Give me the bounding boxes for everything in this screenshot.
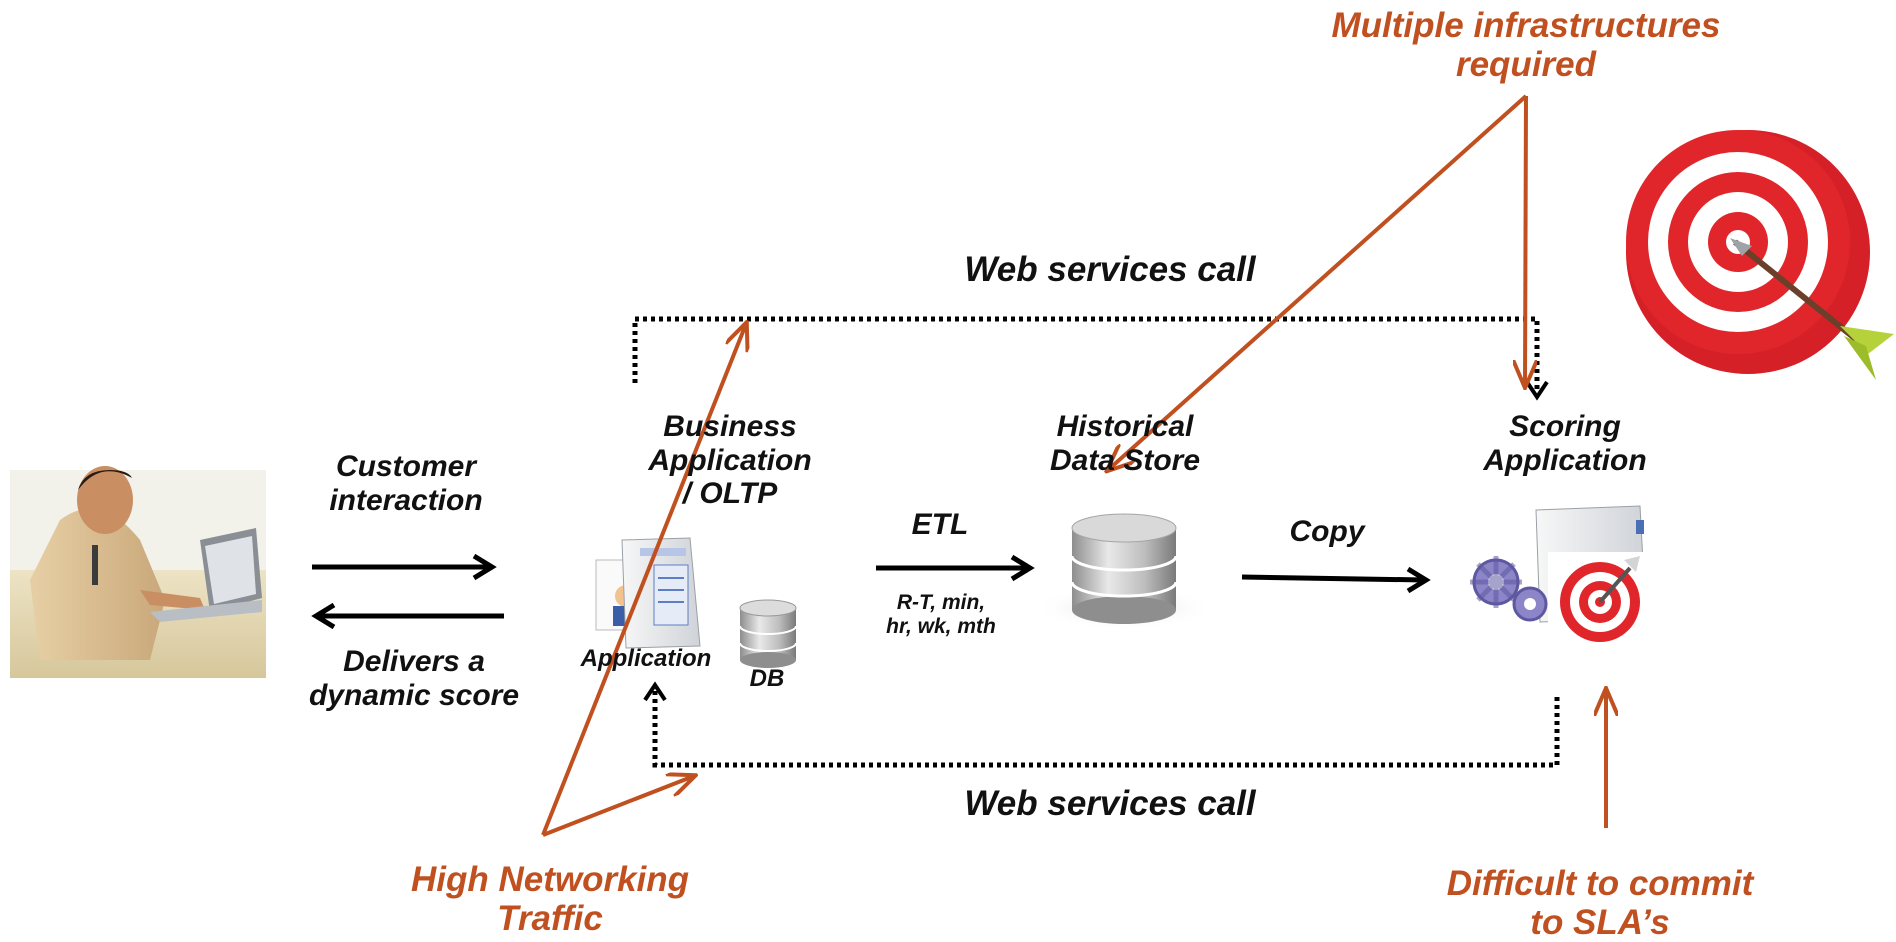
callout-infrastructures: Multiple infrastructures required [1331, 6, 1721, 85]
web-services-top-connector [632, 316, 1540, 392]
delivers-score-label: Delivers a dynamic score [308, 645, 520, 712]
callout-sla: Difficult to commit to SLA’s [1446, 864, 1754, 942]
web-services-bottom-label: Web services call [964, 784, 1256, 823]
traffic-arrow-right [542, 776, 694, 837]
callout-traffic: High Networking Traffic [410, 860, 690, 939]
database-small-icon [739, 599, 797, 668]
scoring-application-label: Scoring Application [1483, 410, 1647, 477]
callout-arrows [541, 94, 1606, 837]
customer-interaction-label: Customer interaction [329, 450, 483, 517]
application-label: Application [580, 645, 712, 672]
infra-arrow-scoring [1525, 95, 1526, 386]
traffic-arrow-up [541, 324, 746, 836]
business-application-label: Business Application / OLTP [648, 410, 812, 511]
historical-data-store-label: Historical Data Store [1049, 410, 1201, 477]
server-icon [595, 537, 701, 649]
database-icon [1034, 513, 1214, 630]
small-target-icon [1548, 552, 1652, 642]
infra-arrow-historical [1108, 94, 1528, 470]
web-services-top-label: Web services call [964, 250, 1256, 289]
target-icon [1626, 130, 1894, 380]
copy-arrow [1241, 574, 1425, 583]
web-services-bottom-arrowhead [643, 681, 667, 702]
web-services-bottom-connector [652, 690, 1560, 768]
person-at-laptop-icon [10, 466, 266, 678]
etl-label: ETL [911, 508, 969, 541]
db-label: DB [749, 665, 785, 692]
gears-icon [1470, 556, 1548, 622]
copy-label: Copy [1289, 515, 1365, 548]
etl-frequency-label: R-T, min, hr, wk, mth [886, 591, 996, 638]
web-services-top-arrowhead [1525, 380, 1549, 401]
